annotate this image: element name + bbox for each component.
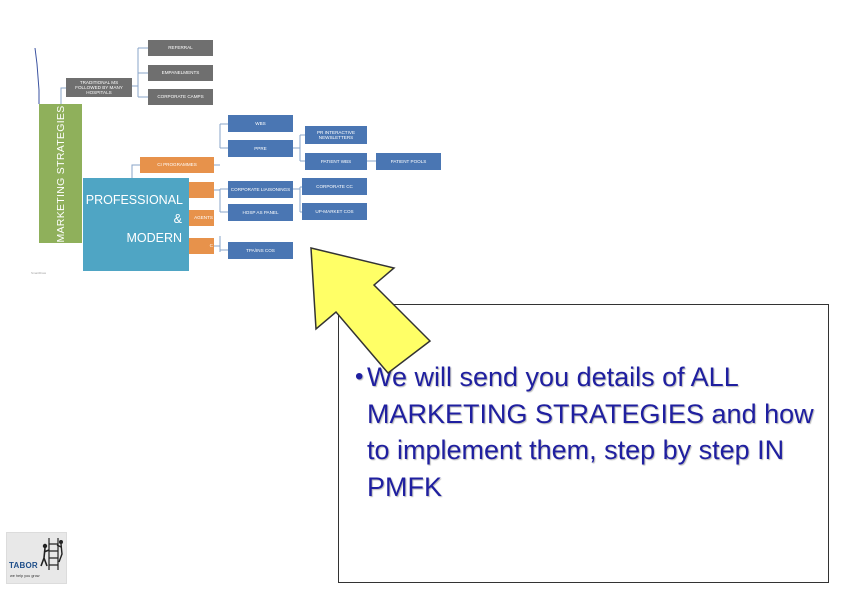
tpa-ins-node: TPA/INS COs: [228, 242, 293, 259]
tpa-ins-label: TPA/INS COs: [246, 247, 275, 253]
diagram-caption: SmartDraw: [31, 271, 47, 275]
corporate-liaisonings-node: CORPORATE LIAISONINGS: [228, 181, 293, 198]
patient-wbs-node: PATIENT WBS: [305, 153, 367, 170]
logo-name: TABOR: [9, 561, 38, 570]
modern-line-3: MODERN: [126, 231, 182, 245]
pr-newsletters-node: PR INTERACTIVE NEWSLETTERS: [305, 126, 367, 144]
upmarket-cos-label: UP-MARKET Cos: [315, 208, 354, 214]
patient-pools-label: PATIENT POOLS: [390, 158, 427, 164]
ci-programmes-label: CI PROGRAMMES: [157, 162, 197, 168]
hosp-as-panel-node: HOSP AS PANEL: [228, 204, 293, 221]
wbs-label: WBS: [255, 120, 266, 126]
corporate-liaisonings-label: CORPORATE LIAISONINGS: [230, 186, 291, 192]
callout-message: We will send you details of ALL MARKETIN…: [367, 362, 814, 502]
agents-label: AGENTS: [194, 215, 213, 221]
modern-line-1: PROFESSIONAL: [85, 193, 183, 207]
traditional-ms-node: TRADITIONAL MS followed by many hospital…: [66, 78, 132, 97]
traditional-ms-label: TRADITIONAL MS followed by many hospital…: [75, 79, 123, 96]
upmarket-cos-node: UP-MARKET Cos: [302, 203, 367, 220]
corporate-cc-label: CORPORATE CC: [316, 183, 353, 189]
tabor-logo: TABOR we help you grow: [6, 532, 67, 584]
callout-box: [338, 304, 829, 583]
hosp-as-panel-label: HOSP AS PANEL: [242, 209, 279, 215]
climber-icon: [40, 538, 63, 570]
wbs-node: WBS: [228, 115, 293, 132]
marketing-strategies-root: MARKETING STRATEGIES: [39, 104, 82, 243]
ppre-label: PPRE: [254, 145, 267, 151]
referral-node: REFERRAL: [148, 40, 213, 56]
referral-label: REFERRAL: [168, 45, 193, 51]
bullet-icon: •: [355, 363, 364, 390]
patient-wbs-label: PATIENT WBS: [320, 158, 352, 164]
ppre-node: PPRE: [228, 140, 293, 157]
agents-node: AGENTS: [189, 210, 214, 226]
orange-branch-4: C: [189, 238, 214, 254]
corporate-cc-node: CORPORATE CC: [302, 178, 367, 195]
ci-programmes-node: CI PROGRAMMES: [140, 157, 214, 173]
orange-branch-2: [189, 182, 214, 198]
professional-modern-node: PROFESSIONAL & MODERN: [83, 178, 189, 271]
modern-line-2: &: [173, 212, 182, 226]
empanelments-label: EMPANELMENTS: [161, 70, 200, 76]
patient-pools-node: PATIENT POOLS: [376, 153, 441, 170]
empanelments-node: EMPANELMENTS: [148, 65, 213, 81]
logo-tagline: we help you grow: [10, 574, 40, 578]
corporate-camps-label: CORPORATE CAMPS: [157, 94, 204, 100]
callout-text: • We will send you details of ALL MARKET…: [355, 359, 825, 505]
pr-newsletters-label: PR INTERACTIVE NEWSLETTERS: [316, 129, 356, 140]
corporate-camps-node: CORPORATE CAMPS: [148, 89, 213, 105]
orange-branch-4-label: C: [209, 243, 213, 249]
